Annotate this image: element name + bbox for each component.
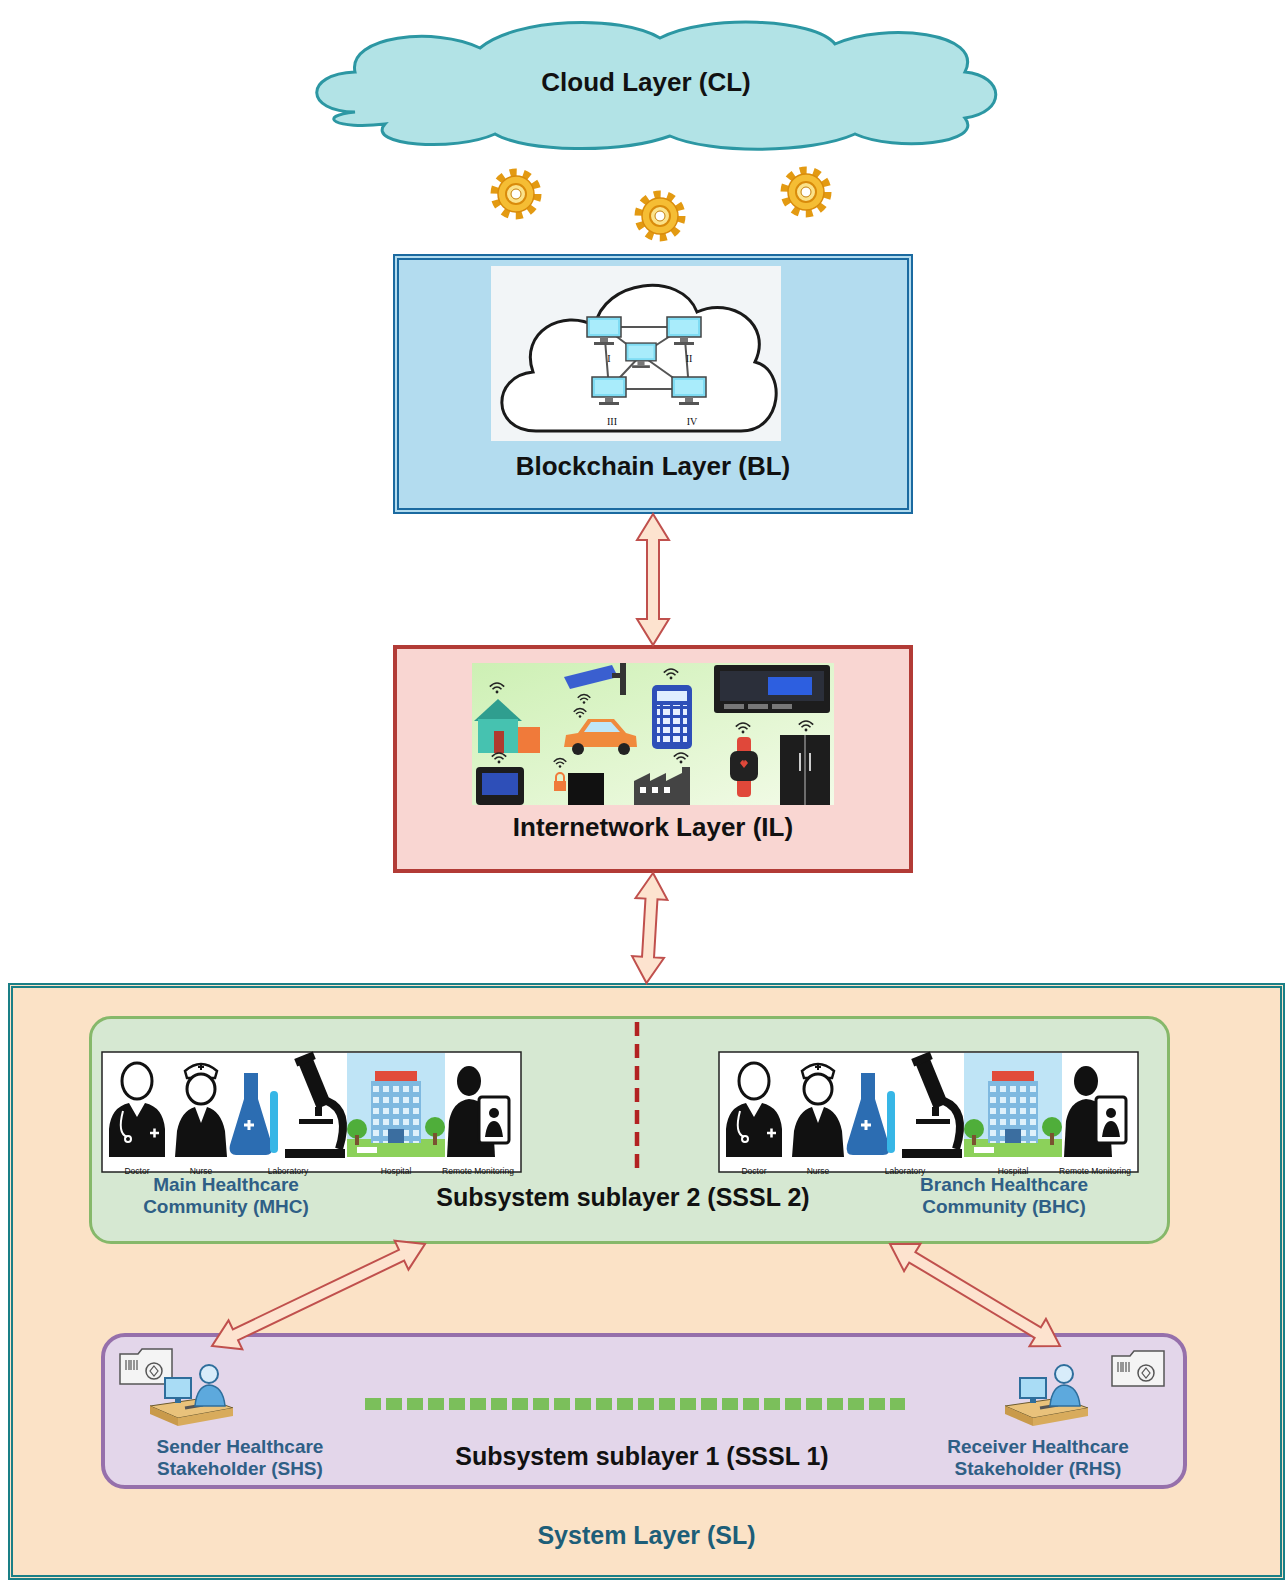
illustration-figure	[1112, 1351, 1164, 1386]
blockchain-layer-box: Blockchain Layer (BL)	[393, 254, 913, 514]
label-anchor: Doctor	[124, 1160, 149, 1178]
illustration-figure	[472, 663, 834, 805]
subsystem-sublayer-box: Main Healthcare Community (MHC) Branch He…	[89, 1016, 1170, 1244]
node-label: Branch Healthcare Community (BHC)	[898, 1174, 1110, 1218]
illustration	[718, 1051, 1139, 1173]
gear-icon	[639, 195, 681, 237]
illustration-figure	[1005, 1365, 1088, 1426]
small-label: II	[686, 353, 693, 364]
label-anchor: Nurse	[807, 1160, 830, 1178]
label-anchor: IV	[687, 411, 698, 429]
illustration-figure	[150, 1365, 233, 1426]
subsystem-sublayer-box: Sender Healthcare Stakeholder (SHS) Recei…	[101, 1333, 1187, 1489]
node-label: Subsystem sublayer 1 (SSSL 1)	[352, 1442, 932, 1471]
illustration	[491, 266, 781, 441]
small-label: III	[607, 416, 617, 427]
label-anchor: Laboratory	[885, 1160, 926, 1178]
small-label: Hospital	[381, 1166, 412, 1176]
label-anchor: III	[607, 411, 617, 429]
community-panel: Main Healthcare Community (MHC)	[101, 1051, 522, 1241]
gear-icon	[495, 173, 537, 215]
double-arrow	[632, 873, 667, 983]
node-label: Main Healthcare Community (MHC)	[121, 1174, 331, 1218]
small-label: IV	[687, 416, 698, 427]
double-arrow	[637, 514, 669, 645]
illustration-figure	[102, 1052, 521, 1172]
node-label: Internetwork Layer (IL)	[397, 813, 909, 843]
illustration-figure	[491, 266, 781, 441]
illustration	[145, 1358, 235, 1428]
label-anchor: Remote Monitoring	[442, 1160, 514, 1178]
double-arrow	[890, 1244, 1060, 1347]
data-link-line	[365, 1398, 905, 1410]
stakeholder-node: Sender Healthcare Stakeholder (SHS)	[115, 1346, 365, 1486]
node-label: Receiver Healthcare Stakeholder (RHS)	[913, 1436, 1163, 1480]
node-label: Blockchain Layer (BL)	[399, 452, 907, 482]
illustration	[472, 663, 834, 805]
illustration	[101, 1051, 522, 1173]
small-label: I	[607, 353, 610, 364]
system-layer-box: Main Healthcare Community (MHC) Branch He…	[8, 983, 1285, 1580]
small-label: Doctor	[124, 1166, 149, 1176]
gear-icon	[785, 171, 827, 213]
label-anchor: Doctor	[741, 1160, 766, 1178]
node-label: Sender Healthcare Stakeholder (SHS)	[115, 1436, 365, 1480]
illustration	[1110, 1348, 1166, 1388]
small-label: Nurse	[807, 1166, 830, 1176]
small-label: Remote Monitoring	[442, 1166, 514, 1176]
label-anchor: Hospital	[381, 1160, 412, 1178]
label-anchor: II	[686, 348, 693, 366]
cloud-layer: Cloud Layer (CL)	[285, 12, 1007, 154]
stakeholder-node: Receiver Healthcare Stakeholder (RHS)	[905, 1346, 1180, 1486]
label-anchor: I	[607, 348, 610, 366]
divider-line	[635, 1022, 640, 1170]
internetwork-layer-box: Internetwork Layer (IL)	[393, 645, 913, 873]
small-label: Laboratory	[885, 1166, 926, 1176]
small-label: Doctor	[741, 1166, 766, 1176]
community-panel: Branch Healthcare Community (BHC)	[718, 1051, 1139, 1241]
illustration	[1000, 1358, 1090, 1428]
node-label: System Layer (SL)	[13, 1521, 1280, 1550]
node-label: Cloud Layer (CL)	[285, 68, 1007, 98]
double-arrow	[212, 1241, 425, 1349]
illustration-figure	[719, 1052, 1138, 1172]
node-label: Subsystem sublayer 2 (SSSL 2)	[333, 1183, 913, 1212]
